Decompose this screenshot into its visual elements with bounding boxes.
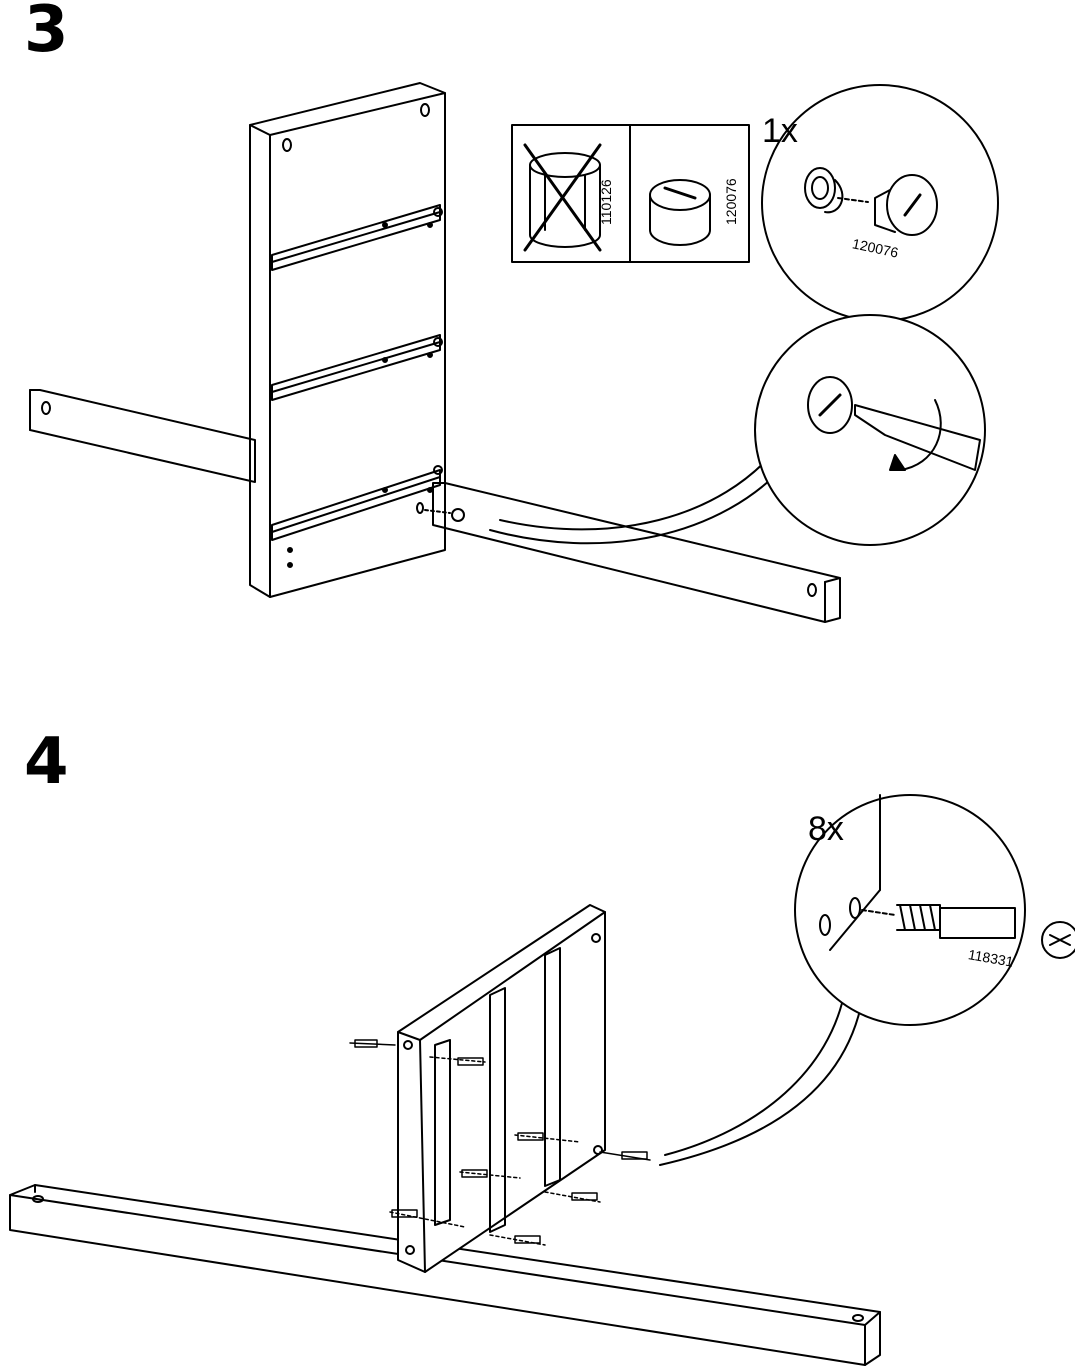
cam-lock-icon — [649, 179, 711, 246]
detail-circle-dowel — [794, 794, 1075, 1026]
dowel-screw-icon — [896, 904, 1075, 959]
cross-out-icon — [523, 143, 602, 252]
parts-compare-box — [511, 124, 750, 263]
step-4-number: 4 — [24, 725, 69, 799]
correct-part-id: 120076 — [723, 178, 739, 225]
step-3-panel — [29, 82, 841, 623]
step-3-quantity: 1x — [762, 112, 798, 150]
wrong-part-id: 110126 — [598, 179, 614, 225]
step-4-quantity: 8x — [808, 810, 844, 848]
cam-lock-icon — [874, 174, 938, 236]
step-4-panel — [9, 904, 881, 1366]
screwdriver-icon — [854, 404, 981, 471]
step-3-number: 3 — [24, 0, 69, 67]
detail-circle-screwdriver — [754, 314, 986, 546]
detail-circle-cam — [761, 84, 999, 322]
rotate-arrow-icon — [889, 399, 942, 471]
